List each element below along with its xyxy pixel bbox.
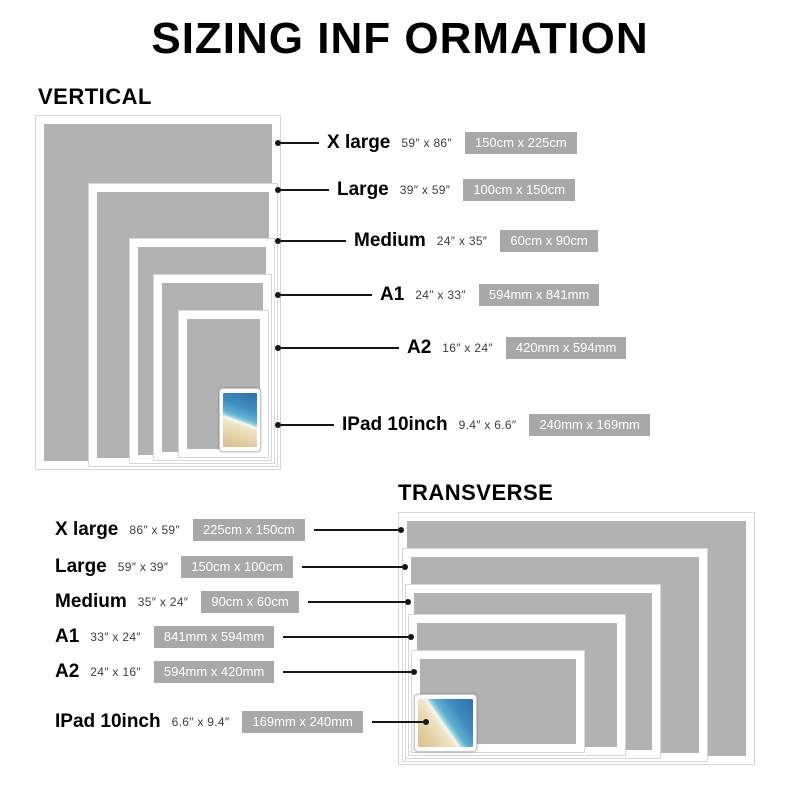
transverse-section-heading: TRANSVERSE bbox=[398, 480, 554, 505]
leader-dot-icon bbox=[408, 634, 414, 640]
leader-line bbox=[281, 424, 334, 426]
transverse-size-row: X large 86″ x 59″ 225cm x 150cm bbox=[55, 517, 404, 543]
leader-line bbox=[371, 721, 423, 723]
transverse-size-row: Large 59″ x 39″ 150cm x 100cm bbox=[55, 554, 408, 580]
size-inches-label: 24″ x 35″ bbox=[436, 234, 488, 248]
metric-size-badge: 150cm x 100cm bbox=[181, 555, 294, 579]
transverse-size-row: Medium 35″ x 24″ 90cm x 60cm bbox=[55, 589, 411, 615]
size-inches-label: 35″ x 24″ bbox=[137, 595, 189, 609]
vertical-size-row: Medium 24″ x 35″ 60cm x 90cm bbox=[275, 228, 598, 254]
metric-size-badge: 90cm x 60cm bbox=[201, 590, 299, 614]
metric-size-badge: 100cm x 150cm bbox=[463, 178, 576, 202]
leader-line bbox=[281, 294, 372, 296]
size-inches-label: 24″ x 33″ bbox=[415, 288, 466, 302]
size-label: Large bbox=[55, 556, 107, 577]
metric-size-badge: 225cm x 150cm bbox=[192, 518, 305, 542]
metric-size-badge: 420mm x 594mm bbox=[505, 336, 627, 360]
size-inches-label: 16″ x 24″ bbox=[442, 341, 493, 355]
vertical-ipad-image bbox=[219, 388, 261, 452]
leader-line bbox=[307, 601, 405, 603]
size-label: A1 bbox=[380, 284, 405, 305]
size-label: IPad 10inch bbox=[55, 711, 161, 732]
leader-dot-icon bbox=[275, 238, 281, 244]
size-inches-label: 59″ x 86″ bbox=[401, 136, 452, 150]
leader-dot-icon bbox=[423, 719, 429, 725]
leader-line bbox=[313, 529, 398, 531]
leader-dot-icon bbox=[275, 292, 281, 298]
metric-size-badge: 594mm x 841mm bbox=[478, 283, 600, 307]
size-label: Medium bbox=[55, 591, 127, 612]
transverse-size-row: A2 24″ x 16″ 594mm x 420mm bbox=[55, 659, 417, 685]
size-inches-label: 24″ x 16″ bbox=[90, 665, 141, 679]
leader-dot-icon bbox=[275, 345, 281, 351]
leader-dot-icon bbox=[411, 669, 417, 675]
vertical-size-row: A2 16″ x 24″ 420mm x 594mm bbox=[275, 335, 627, 361]
size-label: A1 bbox=[55, 626, 80, 647]
size-inches-label: 86″ x 59″ bbox=[129, 523, 180, 537]
leader-dot-icon bbox=[405, 599, 411, 605]
leader-line bbox=[281, 142, 319, 144]
size-inches-label: 6.6″ x 9.4″ bbox=[171, 715, 230, 729]
vertical-size-row: A1 24″ x 33″ 594mm x 841mm bbox=[275, 282, 600, 308]
size-label: Large bbox=[337, 179, 389, 200]
metric-size-badge: 150cm x 225cm bbox=[464, 131, 577, 155]
metric-size-badge: 60cm x 90cm bbox=[500, 229, 598, 253]
page-title: SIZING INF ORMATION bbox=[151, 14, 649, 63]
vertical-section-heading: VERTICAL bbox=[38, 84, 152, 109]
size-label: X large bbox=[327, 132, 391, 153]
metric-size-badge: 841mm x 594mm bbox=[153, 625, 275, 649]
vertical-size-row: X large 59″ x 86″ 150cm x 225cm bbox=[275, 130, 577, 156]
size-inches-label: 33″ x 24″ bbox=[90, 630, 141, 644]
size-label: IPad 10inch bbox=[342, 414, 448, 435]
leader-dot-icon bbox=[275, 187, 281, 193]
leader-line bbox=[281, 347, 399, 349]
leader-line bbox=[283, 671, 411, 673]
size-label: A2 bbox=[407, 337, 432, 358]
leader-dot-icon bbox=[398, 527, 404, 533]
size-inches-label: 39″ x 59″ bbox=[399, 183, 451, 197]
leader-line bbox=[283, 636, 408, 638]
transverse-size-row: IPad 10inch 6.6″ x 9.4″ 169mm x 240mm bbox=[55, 709, 429, 735]
vertical-size-row: IPad 10inch 9.4″ x 6.6″ 240mm x 169mm bbox=[275, 412, 650, 438]
leader-line bbox=[281, 240, 346, 242]
size-inches-label: 9.4″ x 6.6″ bbox=[458, 418, 517, 432]
leader-line bbox=[302, 566, 402, 568]
leader-dot-icon bbox=[402, 564, 408, 570]
size-label: Medium bbox=[354, 230, 426, 251]
metric-size-badge: 240mm x 169mm bbox=[529, 413, 650, 437]
transverse-size-row: A1 33″ x 24″ 841mm x 594mm bbox=[55, 624, 414, 650]
vertical-size-row: Large 39″ x 59″ 100cm x 150cm bbox=[275, 177, 576, 203]
size-label: X large bbox=[55, 519, 119, 540]
size-label: A2 bbox=[55, 661, 80, 682]
leader-line bbox=[281, 189, 329, 191]
leader-dot-icon bbox=[275, 422, 281, 428]
leader-dot-icon bbox=[275, 140, 281, 146]
size-inches-label: 59″ x 39″ bbox=[117, 560, 169, 574]
metric-size-badge: 594mm x 420mm bbox=[153, 660, 275, 684]
ipad-beach-photo bbox=[223, 393, 257, 447]
metric-size-badge: 169mm x 240mm bbox=[242, 710, 363, 734]
